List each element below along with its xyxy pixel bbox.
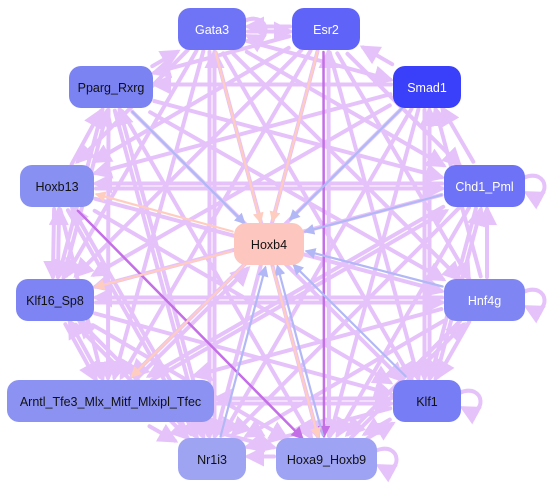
edge-pparg_rxrg-to-chd1_pml xyxy=(152,99,446,183)
node-box xyxy=(69,66,153,108)
node-label: Gata3 xyxy=(195,23,229,37)
node-pparg_rxrg[interactable]: Pparg_Rxrg xyxy=(69,66,153,108)
edge-klf1-to-hoxb4 xyxy=(292,263,407,378)
edge-pparg_rxrg-to-hoxb4 xyxy=(131,110,246,225)
edge-hnf4g-to-hoxb4 xyxy=(304,248,444,288)
edge-arntl-to-nr1i3 xyxy=(147,423,179,443)
edge-hoxb4-to-arntl xyxy=(130,264,246,378)
edge-chd1_pml-to-hoxb4 xyxy=(303,193,443,235)
edge-smad1-to-esr2 xyxy=(359,45,395,67)
edge-pparg_rxrg-to-hnf4g xyxy=(148,110,447,282)
node-chd1_pml[interactable]: Chd1_Pml xyxy=(444,165,525,207)
node-label: Esr2 xyxy=(313,23,339,37)
node-box xyxy=(444,279,525,321)
self-loop-gata3 xyxy=(243,16,268,53)
self-loop-klf1 xyxy=(458,388,483,425)
node-smad1[interactable]: Smad1 xyxy=(393,66,461,108)
edge-chd1_pml-to-arntl xyxy=(145,204,446,378)
node-label: Hoxb13 xyxy=(35,180,78,194)
self-loops-layer xyxy=(243,16,547,483)
node-box xyxy=(16,279,94,321)
node-box xyxy=(234,223,304,265)
node-label: Smad1 xyxy=(407,81,447,95)
edge-arntl-to-klf16_sp8 xyxy=(67,318,103,379)
edge-hoxa9_hoxb9-to-hoxb4 xyxy=(274,264,324,437)
node-box xyxy=(7,380,214,422)
edge-esr2-to-hoxb4 xyxy=(269,50,319,223)
edge-smad1-to-hoxb13 xyxy=(91,92,393,179)
edge-klf16_sp8-to-hoxb13 xyxy=(48,205,69,279)
node-nr1i3[interactable]: Nr1i3 xyxy=(178,438,246,480)
node-hoxa9_hoxb9[interactable]: Hoxa9_Hoxb9 xyxy=(276,438,377,480)
node-label: Nr1i3 xyxy=(197,453,227,467)
edge-pparg_rxrg-to-hoxa9_hoxb9 xyxy=(120,109,314,441)
edge-hoxb13-to-klf16_sp8 xyxy=(43,207,64,281)
node-klf1[interactable]: Klf1 xyxy=(393,380,461,422)
edge-gata3-to-hoxb4 xyxy=(214,51,264,224)
self-loop-hnf4g xyxy=(522,287,547,324)
edge-gata3-to-hnf4g xyxy=(231,51,463,282)
node-box xyxy=(178,8,246,50)
node-label: Klf16_Sp8 xyxy=(26,294,84,308)
node-box xyxy=(20,165,94,207)
edge-pparg_rxrg-to-arntl xyxy=(98,108,119,382)
node-box xyxy=(444,165,525,207)
self-loop-chd1_pml xyxy=(522,173,547,210)
node-gata3[interactable]: Gata3 xyxy=(178,8,246,50)
edge-hoxb4-to-klf16_sp8 xyxy=(93,250,233,290)
edge-hnf4g-to-arntl xyxy=(191,307,444,382)
edge-hoxa9_hoxb9-to-esr2 xyxy=(318,48,339,438)
node-label: Hnf4g xyxy=(468,294,501,308)
node-box xyxy=(178,438,246,480)
node-label: Klf1 xyxy=(416,395,438,409)
node-label: Pparg_Rxrg xyxy=(78,81,145,95)
node-box xyxy=(393,380,461,422)
self-loop-hoxa9_hoxb9 xyxy=(374,446,399,483)
node-box xyxy=(292,8,360,50)
node-box xyxy=(276,438,377,480)
node-box xyxy=(393,66,461,108)
edge-smad1-to-hoxb4 xyxy=(288,107,404,221)
edges-layer xyxy=(43,16,497,467)
edge-hoxa9_hoxb9-to-klf1 xyxy=(365,421,396,441)
edge-hoxb13-to-hoxa9_hoxb9 xyxy=(76,209,304,440)
edge-esr2-to-klf16_sp8 xyxy=(73,48,304,279)
edge-hoxb4-to-hoxa9_hoxb9 xyxy=(271,266,321,439)
edge-arntl-to-chd1_pml xyxy=(149,209,450,383)
node-label: Hoxb4 xyxy=(251,238,287,252)
edge-chd1_pml-to-nr1i3 xyxy=(230,205,462,438)
edge-nr1i3-to-hoxb4 xyxy=(219,265,269,438)
node-hoxb13[interactable]: Hoxb13 xyxy=(20,165,94,207)
edge-esr2-to-hoxa9_hoxb9 xyxy=(317,50,331,439)
node-esr2[interactable]: Esr2 xyxy=(292,8,360,50)
node-hnf4g[interactable]: Hnf4g xyxy=(444,279,525,321)
node-label: Arntl_Tfe3_Mlx_Mitf_Mlxipl_Tfec xyxy=(20,395,201,409)
node-hoxb4[interactable]: Hoxb4 xyxy=(234,223,304,265)
node-klf16_sp8[interactable]: Klf16_Sp8 xyxy=(16,279,94,321)
node-label: Hoxa9_Hoxb9 xyxy=(287,453,366,467)
edge-smad1-to-nr1i3 xyxy=(221,106,414,439)
edge-hoxb4-to-hoxb13 xyxy=(94,191,234,233)
node-label: Chd1_Pml xyxy=(455,180,513,194)
node-arntl[interactable]: Arntl_Tfe3_Mlx_Mitf_Mlxipl_Tfec xyxy=(7,380,214,422)
